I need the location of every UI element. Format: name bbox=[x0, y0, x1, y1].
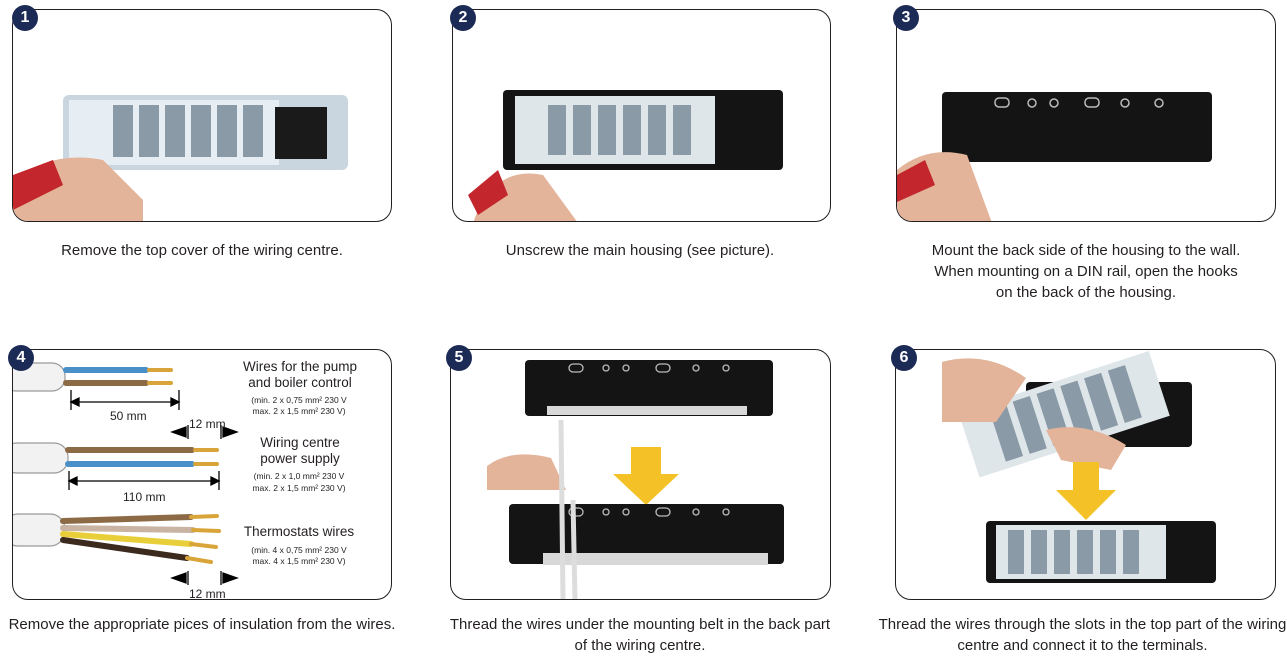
strip-length-top-marker bbox=[170, 425, 239, 439]
strip-length-bottom-label: 12 mm bbox=[189, 587, 226, 600]
svg-text:and boiler control: and boiler control bbox=[248, 375, 352, 390]
step-1-caption: Remove the top cover of the wiring centr… bbox=[61, 242, 343, 259]
step-1-photo bbox=[13, 95, 348, 221]
step-6-panel bbox=[895, 349, 1276, 600]
step-5-photo bbox=[487, 360, 784, 599]
svg-text:max. 4 x 1,5 mm² 230 V): max. 4 x 1,5 mm² 230 V) bbox=[252, 556, 345, 566]
step-3-photo bbox=[897, 92, 1212, 221]
step-2-photo bbox=[468, 90, 783, 221]
step-6-badge: 6 bbox=[891, 345, 917, 371]
wire-diagram: 50 mm 12 mm 110 mm bbox=[13, 359, 357, 600]
svg-text:Wiring centre: Wiring centre bbox=[260, 435, 340, 450]
pump-wire-label: Wires for the pump and boiler control (m… bbox=[243, 359, 357, 416]
step-2-caption: Unscrew the main housing (see picture). bbox=[505, 242, 775, 259]
step-5-panel bbox=[450, 349, 831, 600]
svg-text:Thermostats wires: Thermostats wires bbox=[244, 524, 355, 539]
down-arrow bbox=[1056, 462, 1116, 520]
step-3-panel bbox=[896, 9, 1276, 222]
step-6-photo bbox=[942, 351, 1216, 583]
pump-length-dimension bbox=[69, 390, 181, 410]
step-4-panel: 50 mm 12 mm 110 mm bbox=[12, 349, 392, 600]
pump-wire bbox=[13, 362, 173, 392]
step-1-panel bbox=[12, 9, 392, 222]
strip-length-bottom-marker bbox=[170, 571, 239, 585]
svg-text:power supply: power supply bbox=[260, 451, 340, 466]
step-2-panel bbox=[452, 9, 831, 222]
step-6-caption: Thread the wires through the slots in th… bbox=[878, 616, 1287, 654]
svg-text:(min. 4 x 0,75 mm² 230 V: (min. 4 x 0,75 mm² 230 V bbox=[251, 545, 347, 555]
svg-text:(min. 2 x 0,75 mm² 230 V: (min. 2 x 0,75 mm² 230 V bbox=[251, 395, 347, 405]
supply-length-label: 110 mm bbox=[123, 490, 165, 504]
svg-text:max. 2 x 1,5 mm² 230 V): max. 2 x 1,5 mm² 230 V) bbox=[252, 483, 345, 493]
supply-wire bbox=[13, 442, 219, 474]
svg-text:(min. 2 x 1,0 mm² 230 V: (min. 2 x 1,0 mm² 230 V bbox=[254, 471, 345, 481]
step-1-badge: 1 bbox=[12, 5, 38, 31]
pump-length-label: 50 mm bbox=[110, 409, 147, 423]
thermostat-wire-label: Thermostats wires (min. 4 x 0,75 mm² 230… bbox=[244, 524, 355, 566]
supply-wire-label: Wiring centre power supply (min. 2 x 1,0… bbox=[252, 435, 345, 493]
step-4-caption: Remove the appropriate pices of insulati… bbox=[8, 616, 396, 633]
thermostat-wire bbox=[13, 513, 221, 564]
svg-text:max. 2 x 1,5 mm² 230 V): max. 2 x 1,5 mm² 230 V) bbox=[252, 406, 345, 416]
svg-text:Wires for the pump: Wires for the pump bbox=[243, 359, 357, 374]
step-3-badge: 3 bbox=[893, 5, 919, 31]
step-5-badge: 5 bbox=[446, 345, 472, 371]
strip-length-top-label: 12 mm bbox=[189, 417, 226, 431]
supply-length-dimension bbox=[67, 471, 221, 490]
step-5-caption: Thread the wires under the mounting belt… bbox=[449, 616, 831, 654]
step-2-badge: 2 bbox=[450, 5, 476, 31]
down-arrow bbox=[613, 447, 679, 505]
step-3-caption: Mount the back side of the housing to th… bbox=[931, 242, 1241, 301]
step-4-badge: 4 bbox=[8, 345, 34, 371]
